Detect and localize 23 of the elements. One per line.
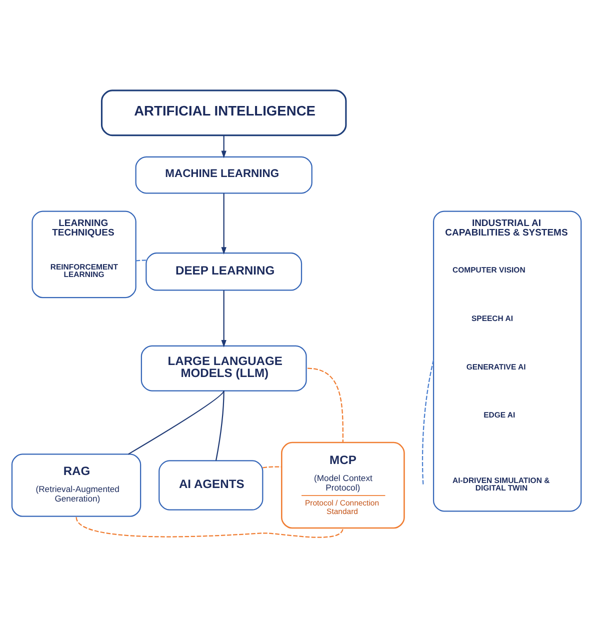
arrow — [221, 192, 226, 254]
node-box: MACHINE LEARNING — [135, 156, 312, 194]
node-box: DEEP LEARNING — [146, 252, 302, 290]
node-text: COMPUTER VISION — [452, 265, 526, 274]
node-text: REINFORCEMENT LEARNING — [50, 262, 118, 279]
node-text: GENERATIVE AI — [466, 362, 526, 371]
connector — [215, 390, 224, 460]
connector — [128, 390, 224, 454]
connector — [76, 516, 344, 538]
connector — [422, 359, 434, 484]
node-box: RAG (Retrieval-Augmented Generation) — [11, 453, 142, 516]
node-box: ARTIFICIAL INTELLIGENCE — [100, 89, 347, 136]
node-box: AI AGENTS — [158, 460, 264, 510]
node-text: SPEECH AI — [472, 314, 514, 323]
node-text: AI-DRIVEN SIMULATION & DIGITAL TWIN — [452, 475, 550, 492]
connector — [136, 259, 146, 261]
node-box: MCP (Model Context Protocol) Protocol / Connection Standard — [281, 441, 405, 528]
arrow — [221, 290, 226, 347]
connector — [308, 367, 344, 442]
arrow — [221, 135, 226, 158]
node-text: EDGE AI — [484, 410, 516, 420]
node-box: LARGE LANGUAGE MODELS (LLM) — [140, 344, 307, 391]
connector — [262, 466, 282, 468]
